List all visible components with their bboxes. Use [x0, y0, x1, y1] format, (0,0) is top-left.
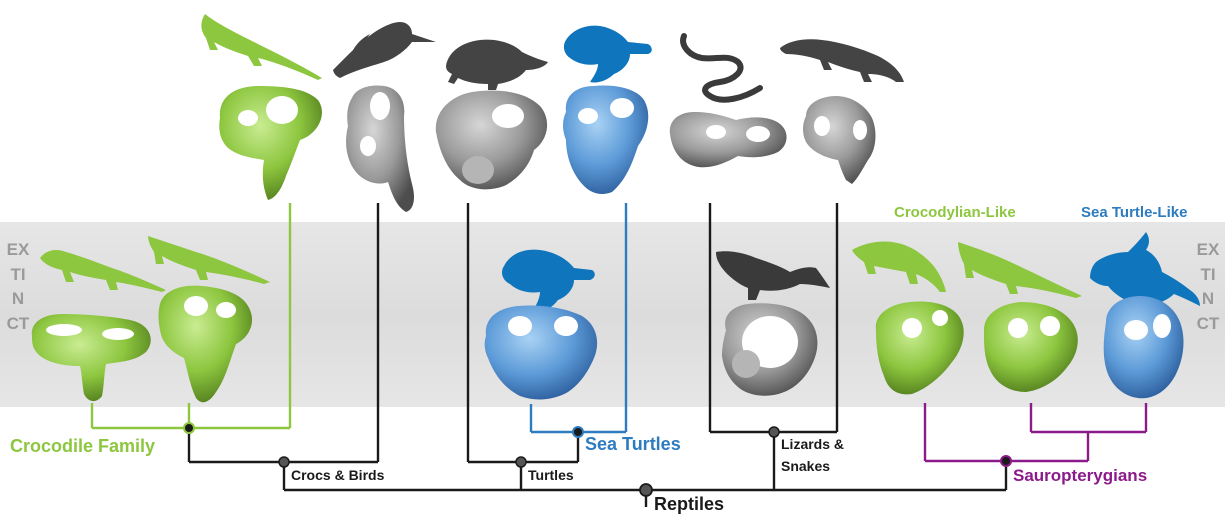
lizard-icon [780, 39, 904, 82]
node-crocs-birds [279, 457, 289, 467]
node-sauropterygians [1001, 456, 1011, 466]
sauropterygian-2-icon [958, 242, 1082, 298]
extinct-label-right: EXTINCT [1196, 238, 1220, 336]
inner-ear-lizard [803, 96, 875, 184]
inner-ear-plesiosaur [1104, 296, 1184, 398]
crocodile-family-label: Crocodile Family [10, 436, 155, 457]
inner-ear-extinct-sea-turtle [485, 305, 597, 399]
sea-turtles-label: Sea Turtles [585, 434, 681, 455]
inner-ear-sauropterygian-2 [984, 302, 1078, 392]
crocodile-icon [201, 14, 322, 80]
inner-ear-crocodile [219, 86, 322, 200]
snake-icon [683, 36, 760, 100]
node-crocodile-family [184, 423, 194, 433]
inner-ear-extinct-croc-1 [32, 314, 151, 401]
snapping-turtle-icon [446, 40, 548, 90]
sauropterygians-label: Sauropterygians [1013, 466, 1147, 486]
extinct-label-left: EXTINCT [6, 238, 30, 336]
sea-turtle-like-label: Sea Turtle-Like [1081, 204, 1187, 221]
sauropterygian-1-icon [852, 241, 946, 292]
ichthyosaur-icon [716, 251, 830, 300]
node-sea-turtles [573, 427, 583, 437]
inner-ear-bird [346, 86, 414, 213]
node-turtles [516, 457, 526, 467]
lineage-purple [925, 403, 1146, 461]
inner-ear-sea-turtle [563, 86, 648, 194]
crocs-birds-label: Crocs & Birds [291, 467, 384, 483]
lizards-snakes-label-line2: Snakes [781, 458, 830, 474]
lizards-snakes-label-line1: Lizards & [781, 436, 844, 452]
extinct-crocodile-1-icon [40, 250, 166, 292]
extinct-crocodile-2-icon [148, 236, 270, 284]
inner-ear-ichthyosaur [722, 303, 817, 395]
inner-ear-extinct-croc-2 [159, 286, 253, 403]
crocodylian-like-label: Crocodylian-Like [894, 204, 1016, 221]
sea-turtle-icon [564, 26, 652, 83]
inner-ear-sauropterygian-1 [876, 302, 964, 395]
reptiles-label: Reptiles [654, 494, 724, 515]
node-lizards-snakes [769, 427, 779, 437]
turtles-label: Turtles [528, 467, 574, 483]
inner-ear-snapping-turtle [436, 91, 547, 190]
extinct-sea-turtle-icon [502, 250, 595, 313]
bird-icon [333, 22, 436, 78]
node-reptiles [640, 484, 652, 496]
inner-ear-snake [670, 112, 787, 167]
